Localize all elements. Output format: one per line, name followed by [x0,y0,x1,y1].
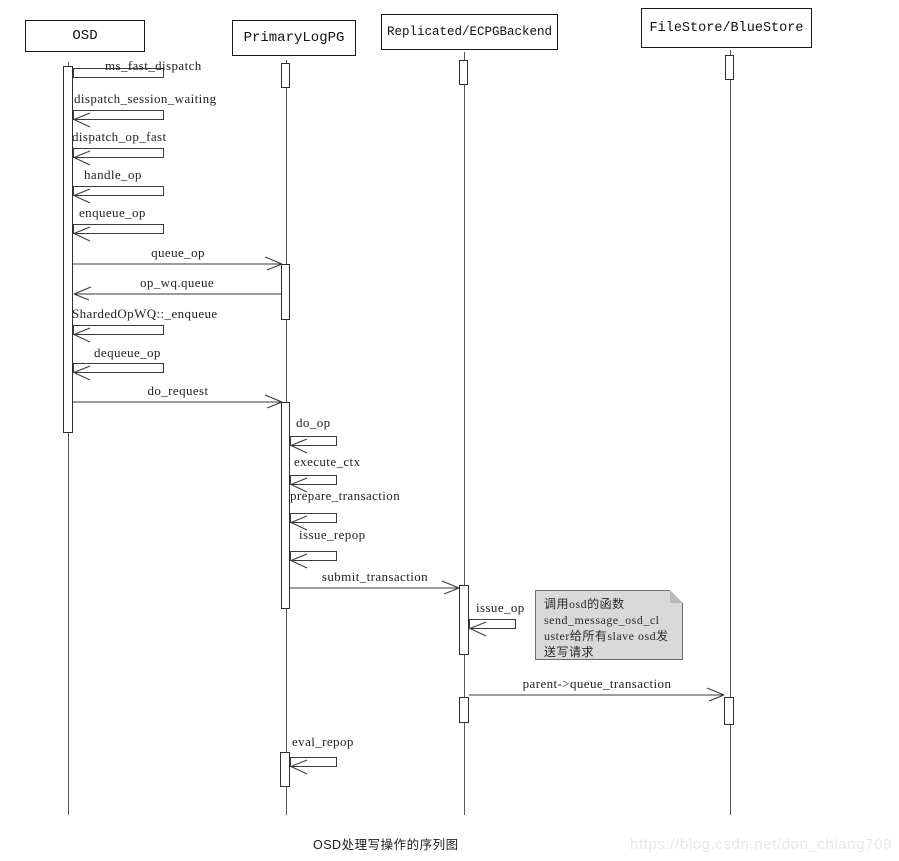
activation-primarylogpg-queue [281,264,290,320]
message-label: do_request [147,383,209,398]
actor-box-primarylogpg: PrimaryLogPG [232,20,356,56]
message-label: ms_fast_dispatch [105,58,202,73]
actor-box-replicated-ecpgbackend: Replicated/ECPGBackend [381,14,558,50]
self-message-arrow [73,186,164,204]
note-line: 调用osd的函数 [544,597,625,611]
actor-box-filestore-bluestore: FileStore/BlueStore [641,8,812,48]
message-arrow-left [73,286,281,301]
note-line: 送写请求 [544,645,595,659]
message-arrow-right [73,256,283,271]
self-message-arrow [290,436,337,454]
message-label: handle_op [84,167,142,182]
message-label: op_wq.queue [139,275,215,290]
activation-primarylogpg-top [281,63,290,88]
self-message-arrow [73,110,164,128]
message-arrow-right [469,687,725,702]
message-label: enqueue_op [79,205,146,220]
message-label: ShardedOpWQ::_enqueue [72,306,218,321]
message-label: submit_transaction [321,569,429,584]
actor-label: FileStore/BlueStore [649,20,804,36]
watermark: https://blog.csdn.net/don_chiang709 [630,836,893,853]
message-label: issue_op [476,600,525,615]
self-message-arrow [469,619,516,637]
message-label: execute_ctx [294,454,361,469]
self-message-arrow [290,475,337,493]
actor-label: Replicated/ECPGBackend [386,25,553,39]
message-label: parent->queue_transaction [522,676,672,691]
activation-osd-main [63,66,73,433]
message-label: issue_repop [299,527,366,542]
self-message-arrow [73,148,164,166]
actor-label: PrimaryLogPG [243,30,345,46]
self-message-arrow [73,325,164,343]
self-message-arrow [290,513,337,531]
message-arrow-right [73,394,283,409]
self-message-arrow [290,757,337,775]
message-label: queue_op [151,245,205,260]
message-label: dispatch_session_waiting [74,91,217,106]
activation-filestore-queue-transaction [724,697,734,725]
self-message-arrow [73,68,164,78]
note: 调用osd的函数 send_message_osd_cl uster给所有sla… [535,590,683,660]
actor-box-osd: OSD [25,20,145,52]
self-message-arrow [290,551,337,569]
message-arrow-right [290,580,460,595]
lifeline-osd [68,62,69,815]
message-label: dequeue_op [94,345,161,360]
message-label: dispatch_op_fast [72,129,167,144]
activation-replicated-top [459,60,468,85]
message-label: eval_repop [292,734,354,749]
actor-label: OSD [72,28,98,44]
activation-primarylogpg-main [281,402,290,609]
self-message-arrow [73,363,164,381]
note-fold-icon [670,590,683,603]
activation-replicated-queue-transaction [459,697,469,723]
activation-primarylogpg-evalrepop [280,752,290,787]
diagram-caption: OSD处理写操作的序列图 [313,838,459,852]
self-message-arrow [73,224,164,242]
message-label: prepare_transaction [290,488,401,503]
lifeline-replicated-ecpgbackend [464,52,465,815]
note-line: uster给所有slave osd发 [544,629,669,643]
message-label: do_op [296,415,331,430]
activation-replicated-submit [459,585,469,655]
note-line: send_message_osd_cl [544,613,660,627]
lifeline-filestore-bluestore [730,50,731,815]
activation-filestore-top [725,55,734,80]
